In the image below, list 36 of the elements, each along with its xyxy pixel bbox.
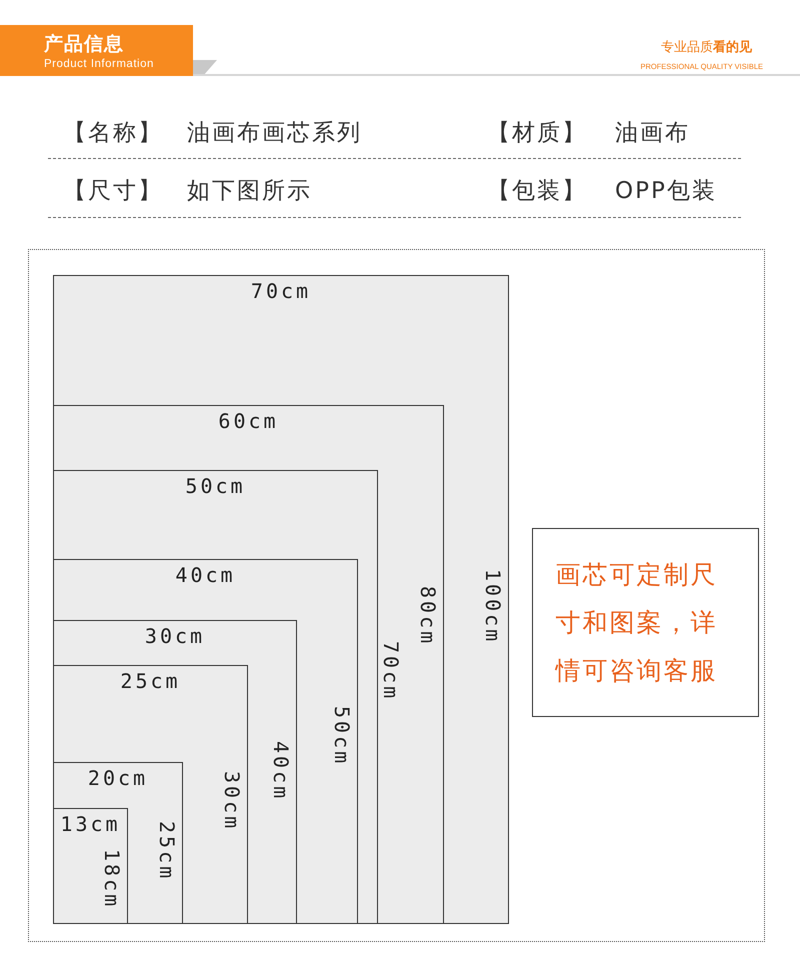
width-label: 70cm (250, 279, 312, 303)
info-key: 【材质】 (487, 117, 587, 148)
info-key: 【尺寸】 (63, 175, 163, 206)
height-label: 70cm (379, 641, 403, 702)
section-subtitle: Product Information (44, 58, 154, 70)
note-text: 画芯可定制尺寸和图案，详情可咨询客服 (556, 558, 718, 686)
size-rectangle (53, 405, 444, 924)
slogan: 专业品质看的见 (661, 39, 752, 56)
size-rectangle (53, 762, 183, 924)
height-label: 18cm (100, 849, 124, 910)
size-rectangle (53, 665, 248, 924)
section-title: 产品信息 (44, 32, 124, 57)
info-value: 油画布画芯系列 (187, 119, 362, 148)
info-value: 油画布 (615, 119, 690, 148)
height-label: 30cm (220, 771, 244, 832)
info-value: 如下图所示 (187, 177, 312, 206)
info-value: OPP包装 (615, 177, 717, 206)
height-label: 50cm (330, 706, 354, 766)
width-label: 60cm (217, 409, 280, 433)
width-label: 20cm (86, 766, 150, 790)
width-label: 13cm (59, 812, 122, 836)
height-label: 80cm (416, 586, 440, 646)
height-label: 25cm (155, 821, 179, 882)
width-label: 30cm (144, 624, 206, 648)
size-rectangle (53, 275, 509, 924)
width-label: 50cm (184, 474, 247, 498)
width-label: 25cm (119, 669, 182, 693)
size-rectangle (53, 559, 358, 924)
info-key: 【包装】 (487, 175, 587, 206)
size-rectangle (53, 620, 297, 924)
width-label: 40cm (174, 563, 237, 587)
size-rectangle (53, 808, 128, 924)
note-box (532, 528, 759, 717)
height-label: 100cm (481, 569, 505, 644)
height-label: 40cm (269, 741, 293, 802)
info-key: 【名称】 (63, 117, 163, 148)
